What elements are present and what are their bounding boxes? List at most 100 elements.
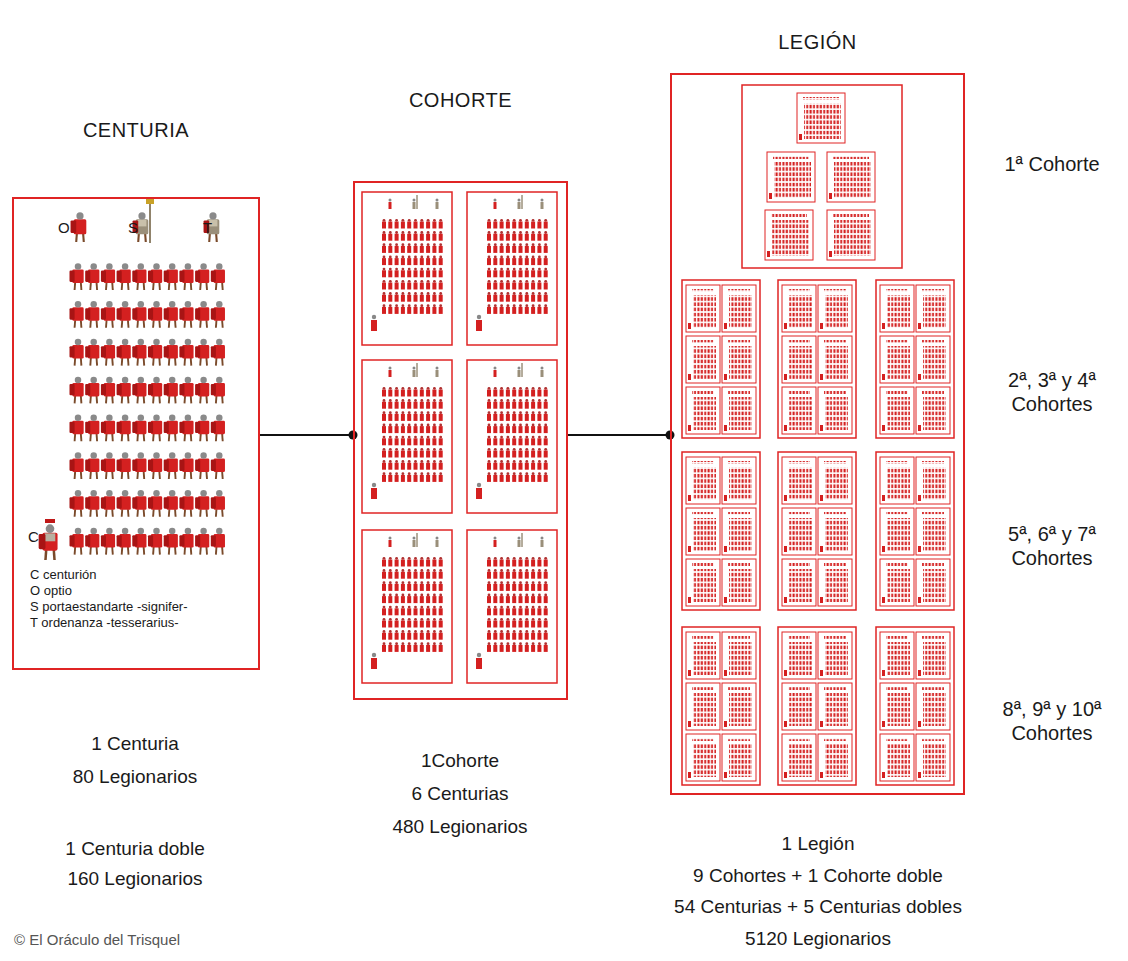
soldier-figure <box>211 339 225 366</box>
soldier-figure <box>85 414 99 441</box>
soldier-figure <box>195 528 209 555</box>
soldier-figure <box>132 452 146 479</box>
soldier-figure <box>164 414 178 441</box>
soldier-figure <box>132 377 146 404</box>
soldier-figure <box>211 528 225 555</box>
count-label: 54 Centurias + 5 Centurias dobles <box>674 896 962 919</box>
soldier-figure <box>164 377 178 404</box>
soldier-figure <box>179 263 193 290</box>
soldier-figure <box>69 528 83 555</box>
soldier-figure <box>132 490 146 517</box>
soldier-figure <box>179 452 193 479</box>
unit-box: CENTURIAOSTCC centuriónO optioS portaest… <box>12 197 260 670</box>
key-entry: T ordenanza -tesserarius- <box>30 615 179 631</box>
key-entry: O optio <box>30 583 72 599</box>
unit-box: LEGIÓN <box>670 73 965 795</box>
soldier-figure <box>148 528 162 555</box>
key-entry: C centurión <box>30 567 96 583</box>
unit-title: LEGIÓN <box>672 30 963 54</box>
soldier-figure <box>117 528 131 555</box>
copyright-note: © El Oráculo del Trisquel <box>14 931 180 949</box>
unit-title: COHORTE <box>355 88 566 112</box>
cohorte-centurias <box>362 192 557 683</box>
soldier-figure <box>148 339 162 366</box>
soldier-figure <box>69 490 83 517</box>
soldier-figure <box>148 490 162 517</box>
soldier-figure <box>211 377 225 404</box>
soldier-figure <box>211 452 225 479</box>
soldier-figure <box>101 528 115 555</box>
soldier-figure <box>164 452 178 479</box>
count-label: 1 Centuria doble <box>65 838 204 861</box>
unit-box: COHORTE <box>353 181 568 700</box>
soldier-figure <box>179 528 193 555</box>
count-label: 480 Legionarios <box>392 816 527 839</box>
soldier-figure <box>117 490 131 517</box>
link-path <box>260 434 353 436</box>
soldier-figure <box>195 490 209 517</box>
soldier-figure <box>195 301 209 328</box>
soldier-figure <box>195 263 209 290</box>
soldier-figure <box>132 263 146 290</box>
soldier-figure <box>85 452 99 479</box>
soldier-figure <box>101 301 115 328</box>
soldier-figure <box>117 263 131 290</box>
soldier-figure <box>204 212 220 242</box>
soldier-figure <box>85 301 99 328</box>
soldier-figure <box>195 377 209 404</box>
soldier-figure <box>179 490 193 517</box>
soldier-figure <box>164 528 178 555</box>
soldier-figure <box>148 301 162 328</box>
cohort-label: 1ª Cohorte <box>987 152 1117 176</box>
soldier-figure <box>101 339 115 366</box>
soldier-figure <box>132 301 146 328</box>
soldier-figure <box>71 212 87 242</box>
count-label: 160 Legionarios <box>67 868 202 891</box>
soldier-figure <box>179 339 193 366</box>
soldier-figure <box>117 377 131 404</box>
soldier-figure <box>69 263 83 290</box>
soldier-figure <box>69 377 83 404</box>
soldier-figure <box>148 414 162 441</box>
soldier-figure <box>164 263 178 290</box>
soldier-figure <box>69 339 83 366</box>
soldier-figure <box>211 490 225 517</box>
count-label: 1 Centuria <box>91 733 179 756</box>
soldier-figure <box>101 263 115 290</box>
soldier-figure <box>132 339 146 366</box>
legion-cohorts <box>682 85 954 785</box>
soldier-figure <box>148 452 162 479</box>
soldier-figure <box>117 301 131 328</box>
soldier-figure <box>148 263 162 290</box>
count-label: 9 Cohortes + 1 Cohorte doble <box>693 865 943 888</box>
soldier-figure <box>101 490 115 517</box>
soldier-figure <box>195 339 209 366</box>
soldier-figure <box>179 301 193 328</box>
cohort-label: 2ª, 3ª y 4ª Cohortes <box>987 368 1117 416</box>
cohort-label: 8ª, 9ª y 10ª Cohortes <box>987 697 1117 745</box>
soldier-figure <box>211 263 225 290</box>
role-letter: S <box>128 219 138 237</box>
soldier-figure <box>132 528 146 555</box>
soldier-figure <box>69 301 83 328</box>
soldier-figure <box>164 490 178 517</box>
soldier-figure <box>164 301 178 328</box>
soldier-figure <box>195 452 209 479</box>
soldier-figure <box>179 377 193 404</box>
soldier-figure <box>85 263 99 290</box>
soldier-figure <box>101 377 115 404</box>
soldier-figure <box>101 414 115 441</box>
link-line <box>260 431 358 440</box>
count-label: 1Cohorte <box>421 750 499 773</box>
soldier-figure <box>85 490 99 517</box>
role-letter: C <box>28 528 39 546</box>
soldier-figure <box>85 528 99 555</box>
soldier-figure <box>85 377 99 404</box>
centuria-soldiers <box>39 198 225 560</box>
count-label: 6 Centurias <box>411 783 508 806</box>
unit-title: CENTURIA <box>14 118 258 142</box>
soldier-figure <box>179 414 193 441</box>
